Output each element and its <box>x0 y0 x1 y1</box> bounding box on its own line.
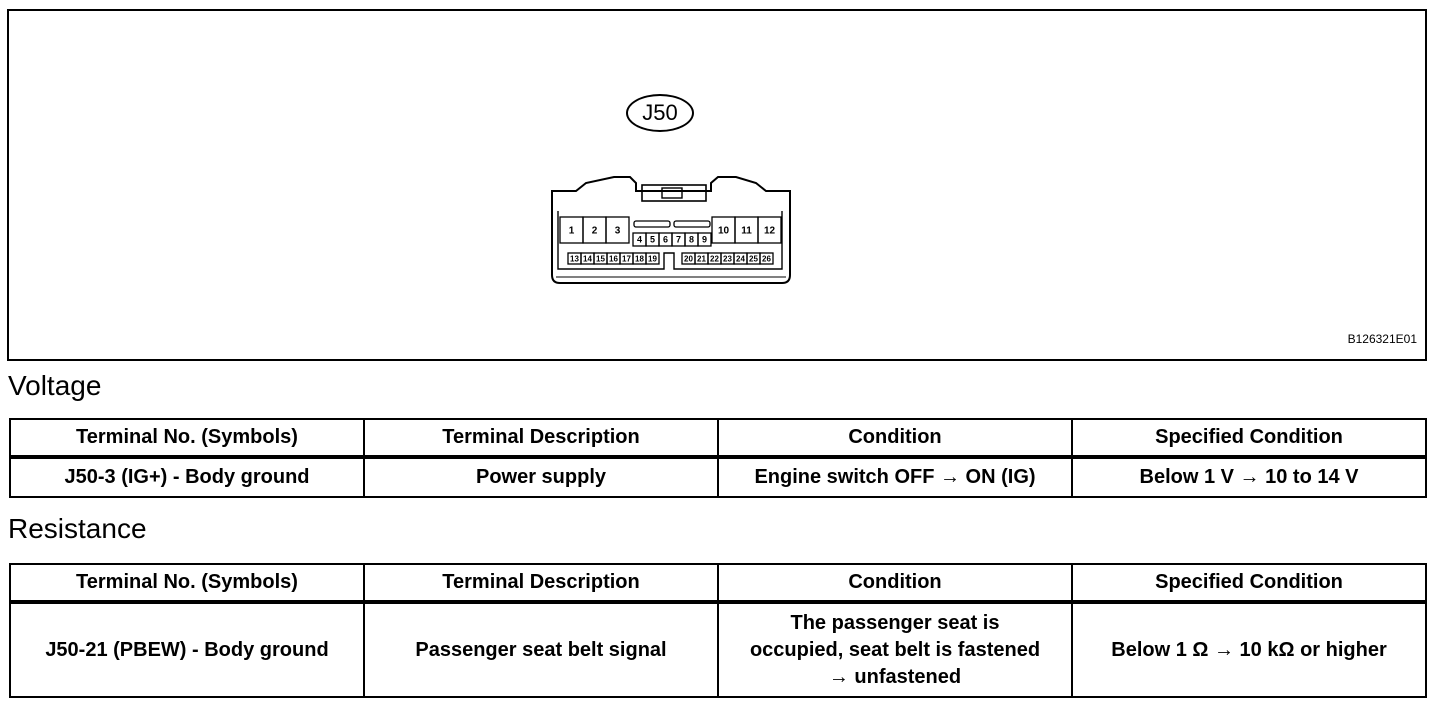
pin-number: 11 <box>741 226 752 237</box>
pin-number: 4 <box>637 235 642 245</box>
column-header: Terminal Description <box>363 563 719 604</box>
pin-number: 26 <box>762 254 771 263</box>
resistance-heading: Resistance <box>8 513 147 544</box>
table-cell: J50-21 (PBEW) - Body ground <box>9 601 365 698</box>
pin-number: 2 <box>592 226 598 237</box>
pin-number: 1 <box>569 226 575 237</box>
table-header-row: Terminal No. (Symbols) Terminal Descript… <box>9 563 1427 604</box>
pin-cell <box>645 252 660 265</box>
pin-number: 18 <box>635 254 644 263</box>
resistance-table: Terminal No. (Symbols) Terminal Descript… <box>9 563 1427 698</box>
pin-number: 21 <box>697 254 706 263</box>
table-cell: Passenger seat belt signal <box>363 601 719 698</box>
pins-upper-right: 10 11 12 <box>711 216 782 244</box>
table-header-row: Terminal No. (Symbols) Terminal Descript… <box>9 418 1427 459</box>
table-row: J50-3 (IG+) - Body ground Power supply E… <box>9 456 1427 498</box>
table-cell: Engine switch OFF → ON (IG) <box>717 456 1073 498</box>
pin-number: 6 <box>663 235 668 245</box>
table-cell: Power supply <box>363 456 719 498</box>
pin-number: 13 <box>570 254 579 263</box>
pin-number: 20 <box>684 254 693 263</box>
pin-cell <box>605 216 630 244</box>
pin-number: 24 <box>736 254 745 263</box>
voltage-table: Terminal No. (Symbols) Terminal Descript… <box>9 418 1427 498</box>
pin-number: 5 <box>650 235 655 245</box>
pin-number: 12 <box>764 226 776 237</box>
pins-lower-right: 20 21 22 23 24 25 26 <box>681 252 774 265</box>
pin-number: 19 <box>648 254 657 263</box>
column-header: Terminal No. (Symbols) <box>9 418 365 459</box>
table-cell: Below 1 V → 10 to 14 V <box>1071 456 1427 498</box>
column-header: Terminal Description <box>363 418 719 459</box>
pin-cell <box>697 232 712 247</box>
pin-number: 14 <box>583 254 592 263</box>
voltage-heading: Voltage <box>8 370 102 401</box>
column-header: Specified Condition <box>1071 418 1427 459</box>
pin-number: 25 <box>749 254 758 263</box>
pin-number: 23 <box>723 254 732 263</box>
column-header: Condition <box>717 418 1073 459</box>
pin-number: 22 <box>710 254 719 263</box>
pin-number: 17 <box>622 254 631 263</box>
pins-upper-left: 1 2 3 <box>559 216 630 244</box>
pin-cell <box>759 252 774 265</box>
pins-lower-left: 13 14 15 16 17 18 19 <box>567 252 660 265</box>
column-header: Terminal No. (Symbols) <box>9 563 365 604</box>
pin-number: 7 <box>676 235 681 245</box>
table-cell: J50-3 (IG+) - Body ground <box>9 456 365 498</box>
pin-number: 3 <box>615 226 621 237</box>
table-cell: The passenger seat is occupied, seat bel… <box>717 601 1073 698</box>
column-header: Condition <box>717 563 1073 604</box>
table-cell: Below 1 Ω → 10 kΩ or higher <box>1071 601 1427 698</box>
pin-number: 9 <box>702 235 707 245</box>
pin-cell <box>757 216 782 244</box>
connector-label: J50 <box>626 94 694 132</box>
pin-number: 16 <box>609 254 618 263</box>
pin-number: 8 <box>689 235 694 245</box>
table-row: J50-21 (PBEW) - Body ground Passenger se… <box>9 601 1427 698</box>
pin-number: 10 <box>718 226 730 237</box>
pin-number: 15 <box>596 254 605 263</box>
figure-code: B126321E01 <box>1347 332 1417 346</box>
column-header: Specified Condition <box>1071 563 1427 604</box>
